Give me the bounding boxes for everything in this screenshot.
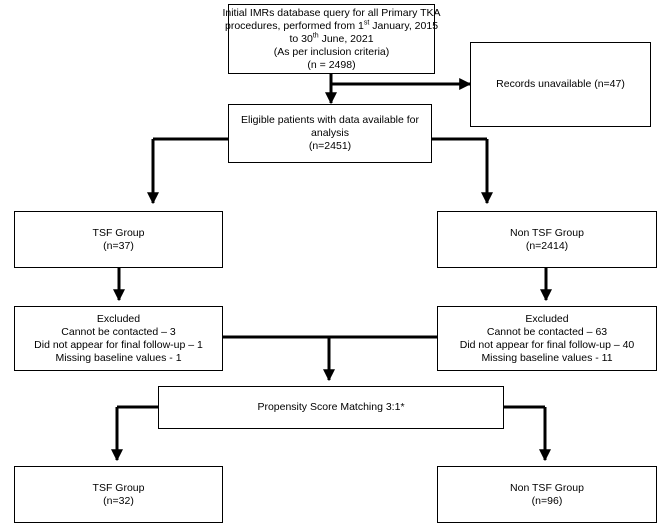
tsf-excluded-line1: Cannot be contacted – 3 xyxy=(61,325,176,338)
non-tsf-group-initial-n: (n=2414) xyxy=(525,239,569,252)
non-tsf-excluded-title: Excluded xyxy=(525,312,569,325)
records-unavailable-box: Records unavailable (n=47) xyxy=(470,42,651,127)
propensity-matching-box: Propensity Score Matching 3:1* xyxy=(158,386,504,429)
non-tsf-group-initial-box: Non TSF Group (n=2414) xyxy=(437,211,657,268)
initial-query-line2: procedures, performed from 1st January, … xyxy=(224,19,439,32)
eligible-patients-box: Eligible patients with data available fo… xyxy=(228,104,432,163)
tsf-excluded-line3: Missing baseline values - 1 xyxy=(55,351,182,364)
records-unavailable-label: Records unavailable (n=47) xyxy=(496,78,625,90)
non-tsf-excluded-line2: Did not appear for final follow-up – 40 xyxy=(459,338,635,351)
tsf-excluded-box: Excluded Cannot be contacted – 3 Did not… xyxy=(14,306,223,371)
non-tsf-excluded-box: Excluded Cannot be contacted – 63 Did no… xyxy=(437,306,657,371)
tsf-group-initial-box: TSF Group (n=37) xyxy=(14,211,223,268)
initial-query-line4: (As per inclusion criteria) xyxy=(273,45,390,58)
tsf-group-initial-title: TSF Group xyxy=(92,226,145,239)
non-tsf-group-final-n: (n=96) xyxy=(531,494,563,507)
initial-query-box: Initial IMRs database query for all Prim… xyxy=(222,4,441,74)
initial-query-line3: to 30th June, 2021 xyxy=(289,32,374,45)
tsf-group-initial-n: (n=37) xyxy=(103,239,134,252)
eligible-line3: (n=2451) xyxy=(308,140,352,152)
tsf-excluded-title: Excluded xyxy=(96,312,141,325)
initial-query-line1: Initial IMRs database query for all Prim… xyxy=(222,6,441,19)
eligible-line1: Eligible patients with data available fo… xyxy=(240,114,420,126)
non-tsf-group-initial-title: Non TSF Group xyxy=(510,226,584,239)
propensity-matching-label: Propensity Score Matching 3:1* xyxy=(257,401,405,413)
non-tsf-group-final-box: Non TSF Group (n=96) xyxy=(437,466,657,523)
initial-query-line5: (n = 2498) xyxy=(307,58,356,71)
non-tsf-excluded-line1: Cannot be contacted – 63 xyxy=(486,325,608,338)
eligible-line2: analysis xyxy=(311,127,349,139)
non-tsf-group-final-title: Non TSF Group xyxy=(510,481,584,494)
non-tsf-excluded-line3: Missing baseline values - 11 xyxy=(481,351,613,364)
tsf-group-final-n: (n=32) xyxy=(103,494,134,507)
tsf-group-final-box: TSF Group (n=32) xyxy=(14,466,223,523)
tsf-group-final-title: TSF Group xyxy=(92,481,145,494)
tsf-excluded-line2: Did not appear for final follow-up – 1 xyxy=(34,338,203,351)
